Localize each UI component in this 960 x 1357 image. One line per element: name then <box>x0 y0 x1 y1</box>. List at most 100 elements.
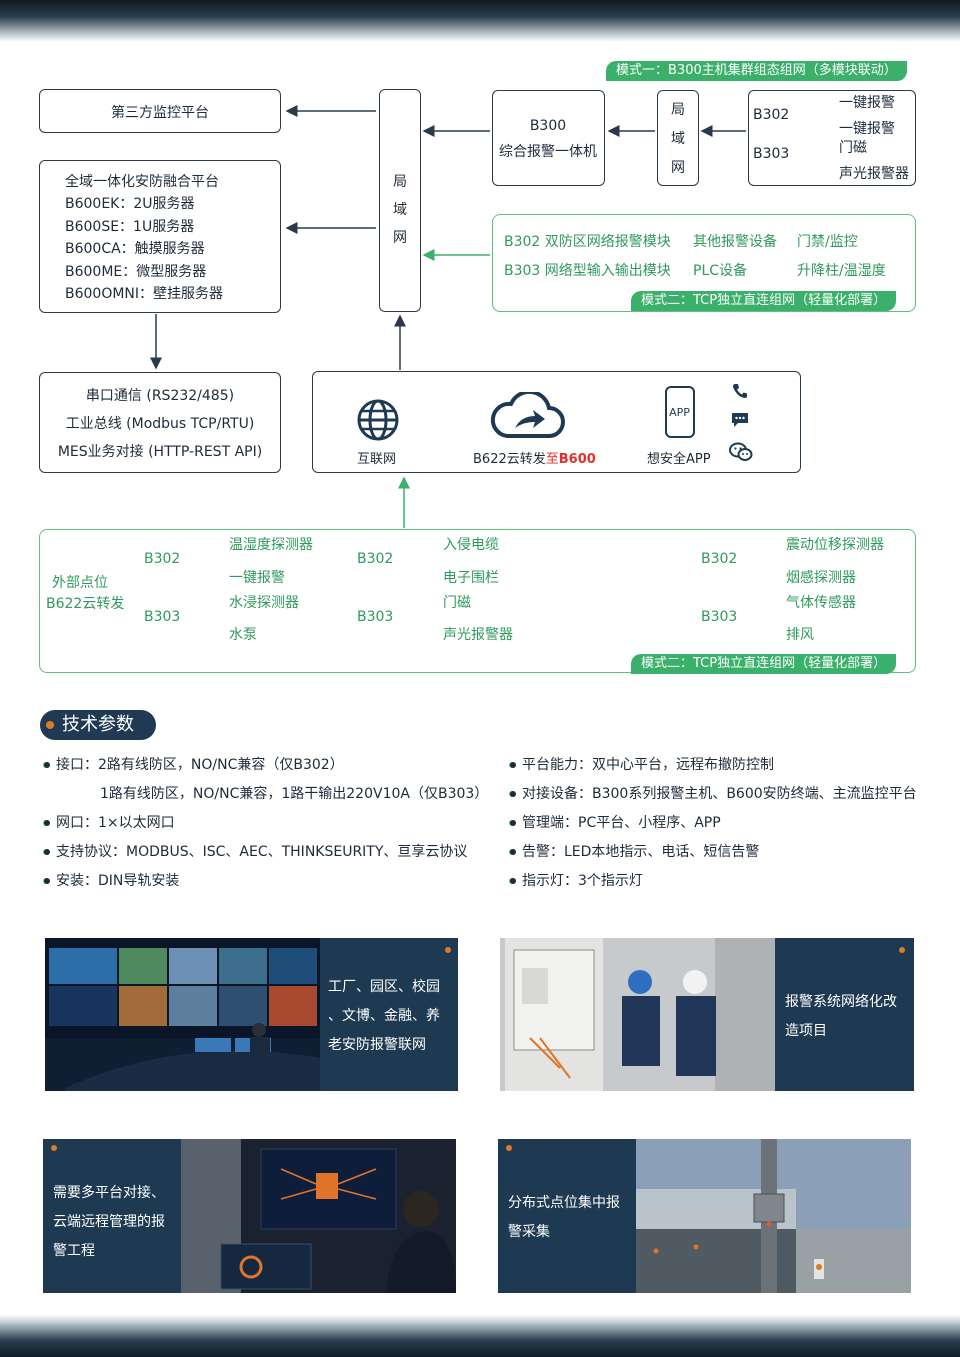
card-dot-icon <box>506 1145 512 1151</box>
card-dot-icon <box>899 947 905 953</box>
sensor-item: 入侵电缆 <box>443 537 499 553</box>
platform-title: 全域一体化安防融合平台 <box>65 174 219 190</box>
case-card: 分布式点位集中报警采集 <box>498 1139 636 1293</box>
bottom-gradient-band <box>0 1315 960 1357</box>
external-points-box <box>39 529 916 673</box>
case-card: 工厂、园区、校园、文博、金融、养老安防报警联网 <box>320 938 458 1091</box>
app-label: 想安全APP <box>647 452 711 467</box>
cloud-forward-icon <box>490 392 565 438</box>
phone-app-icon: APP <box>665 386 695 438</box>
third-party-platform-box: 第三方监控平台 <box>39 89 281 133</box>
sensor-item: 电子围栏 <box>443 570 499 586</box>
b622-cloud-label: B622云转发 <box>46 596 125 612</box>
globe-icon <box>357 399 399 441</box>
param-left: 1路有线防区，NO/NC兼容，1路干输出220V10A（仅B303） <box>100 786 489 802</box>
sensor-item: 气体传感器 <box>786 595 856 611</box>
b302-item: 一键报警 <box>839 121 895 137</box>
case-text: 需要多平台对接、云端远程管理的报警工程 <box>53 1185 165 1259</box>
mode2-tag: 模式二：TCP独立直连组网（轻量化部署） <box>631 291 897 311</box>
lan-small-char: 网 <box>671 160 685 176</box>
case-card: 报警系统网络化改造项目 <box>775 938 914 1091</box>
bullet-icon <box>510 878 516 884</box>
sensor-item: 水泵 <box>229 627 257 643</box>
lan-main-char: 局 <box>393 174 407 190</box>
mode2-device: PLC设备 <box>693 263 748 279</box>
b302-b303-box <box>748 90 916 186</box>
b303-item: 门磁 <box>839 140 867 156</box>
group1-b303: B303 <box>144 609 181 625</box>
lan-small-char: 局 <box>671 102 685 118</box>
mode2-device: B302 双防区网络报警模块 <box>504 234 671 250</box>
bullet-dot-icon <box>46 721 54 729</box>
bullet-icon <box>510 849 516 855</box>
param-right: 平台能力：双中心平台，远程布撤防控制 <box>510 754 774 774</box>
engineers-photo <box>500 938 775 1091</box>
b300-model: B300 <box>529 118 567 134</box>
outdoor-site-photo <box>636 1139 911 1293</box>
serial-item: 串口通信 (RS232/485) <box>85 388 235 404</box>
sensor-item: 震动位移探测器 <box>786 537 884 553</box>
b300-box: B300 综合报警一体机 <box>492 90 605 186</box>
lan-main-char: 网 <box>393 230 407 246</box>
group3-b303: B303 <box>701 609 738 625</box>
tech-section-title: 技术参数 <box>40 710 156 740</box>
b622-forward-label: B622云转发至B600 <box>473 452 596 467</box>
group3-b302: B302 <box>701 551 738 567</box>
case-card: 需要多平台对接、云端远程管理的报警工程 <box>43 1139 181 1293</box>
serial-item: MES业务对接 (HTTP-REST API) <box>57 444 263 460</box>
b303-label: B303 <box>753 146 790 162</box>
sensor-item: 烟感探测器 <box>786 570 856 586</box>
wechat-icon <box>729 442 753 461</box>
platform-item: B600ME：微型服务器 <box>65 264 207 280</box>
sensor-item: 水浸探测器 <box>229 595 299 611</box>
param-left: 网口：1×以太网口 <box>44 812 175 832</box>
control-room-photo <box>45 938 320 1091</box>
b303-item: 声光报警器 <box>839 166 909 182</box>
mode2-device: 其他报警设备 <box>693 234 777 250</box>
bullet-icon <box>510 820 516 826</box>
sensor-item: 声光报警器 <box>443 627 513 643</box>
mode2-tag-bottom: 模式二：TCP独立直连组网（轻量化部署） <box>631 654 897 674</box>
mode2-device: 升降柱/温湿度 <box>797 263 886 279</box>
mode2-device: B303 网络型输入输出模块 <box>504 263 671 279</box>
platform-item: B600EK：2U服务器 <box>65 196 195 212</box>
param-right: 对接设备：B300系列报警主机、B600安防终端、主流监控平台 <box>510 783 917 803</box>
sensor-item: 门磁 <box>443 595 471 611</box>
param-right: 管理端：PC平台、小程序、APP <box>510 812 721 832</box>
lan-small-char: 域 <box>671 131 685 147</box>
internet-label: 互联网 <box>357 452 397 467</box>
param-left: 接口：2路有线防区，NO/NC兼容（仅B302） <box>44 754 344 774</box>
serial-item: 工业总线 (Modbus TCP/RTU) <box>65 416 255 432</box>
bullet-icon <box>44 849 50 855</box>
bullet-icon <box>510 791 516 797</box>
platform-item: B600OMNI：壁挂服务器 <box>65 286 224 302</box>
platform-item: B600SE：1U服务器 <box>65 219 195 235</box>
third-party-label: 第三方监控平台 <box>111 105 209 121</box>
sensor-item: 排风 <box>786 627 814 643</box>
external-points-label: 外部点位 <box>52 575 108 591</box>
card-dot-icon <box>51 1145 57 1151</box>
b300-name: 综合报警一体机 <box>499 144 597 160</box>
phone-call-icon <box>733 384 747 398</box>
sensor-item: 温湿度探测器 <box>229 537 313 553</box>
param-right: 告警：LED本地指示、电话、短信告警 <box>510 841 759 861</box>
cloud-access-box: 互联网 B622云转发至B600 APP 想安全APP <box>312 371 801 473</box>
platform-item: B600CA：触摸服务器 <box>65 241 205 257</box>
bullet-icon <box>44 820 50 826</box>
bullet-icon <box>510 762 516 768</box>
card-dot-icon <box>445 947 451 953</box>
lan-main-char: 域 <box>393 202 407 218</box>
bullet-icon <box>44 878 50 884</box>
sensor-item: 一键报警 <box>229 570 285 586</box>
mode2-device: 门禁/监控 <box>797 234 858 250</box>
param-left: 安装：DIN导轨安装 <box>44 870 179 890</box>
param-right: 指示灯：3个指示灯 <box>510 870 643 890</box>
serial-interfaces-box: 串口通信 (RS232/485) 工业总线 (Modbus TCP/RTU) M… <box>39 372 281 473</box>
platform-box: 全域一体化安防融合平台 B600EK：2U服务器 B600SE：1U服务器 B6… <box>39 160 281 313</box>
group2-b302: B302 <box>357 551 394 567</box>
sms-icon <box>732 413 748 427</box>
case-text: 分布式点位集中报警采集 <box>508 1195 620 1240</box>
lan-small-box: 局 域 网 <box>657 90 699 186</box>
param-left: 支持协议：MODBUS、ISC、AEC、THINKSEURITY、亘享云协议 <box>44 841 467 861</box>
b302-item: 一键报警 <box>839 95 895 111</box>
